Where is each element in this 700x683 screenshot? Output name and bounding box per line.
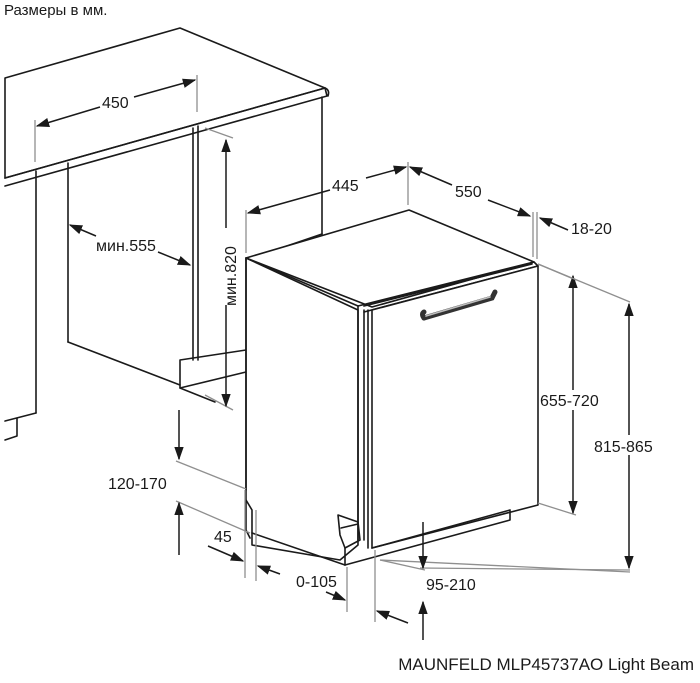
dim-door-gap: 18-20: [538, 217, 612, 238]
label-niche-width: 450: [102, 95, 129, 112]
dim-plinth-offset: 45: [207, 490, 281, 581]
dim-door-height: 655-720: [537, 263, 599, 516]
label-door-gap: 18-20: [571, 221, 612, 238]
label-appliance-width: 445: [332, 178, 359, 195]
label-appliance-depth: 550: [455, 184, 482, 201]
dim-appliance-depth: 550: [408, 166, 538, 259]
label-plinth-offset: 45: [214, 529, 232, 546]
dim-door-bottom: 95-210: [379, 522, 476, 640]
dishwasher: [245, 209, 539, 566]
dim-appliance-width: 445: [245, 162, 409, 253]
label-door-bottom: 95-210: [426, 577, 476, 594]
dim-niche-depth: мин.555: [68, 224, 192, 266]
dim-plinth-depth: 0-105: [296, 550, 409, 624]
dim-niche-width: 450: [34, 75, 198, 162]
dim-total-height: 815-865: [379, 263, 653, 573]
label-total-height: 815-865: [594, 439, 653, 456]
label-plinth-depth: 0-105: [296, 574, 337, 591]
dim-plinth-height: 120-170: [108, 410, 251, 555]
label-plinth-height: 120-170: [108, 476, 167, 493]
dim-niche-height: мин.820: [204, 127, 240, 411]
kitchen-cabinet: [4, 27, 330, 441]
units-note: Размеры в мм.: [4, 2, 108, 19]
label-niche-height: мин.820: [223, 246, 240, 306]
label-door-height: 655-720: [540, 393, 599, 410]
label-niche-depth: мин.555: [96, 238, 156, 255]
model-caption: MAUNFELD MLP45737AO Light Beam: [398, 655, 694, 674]
